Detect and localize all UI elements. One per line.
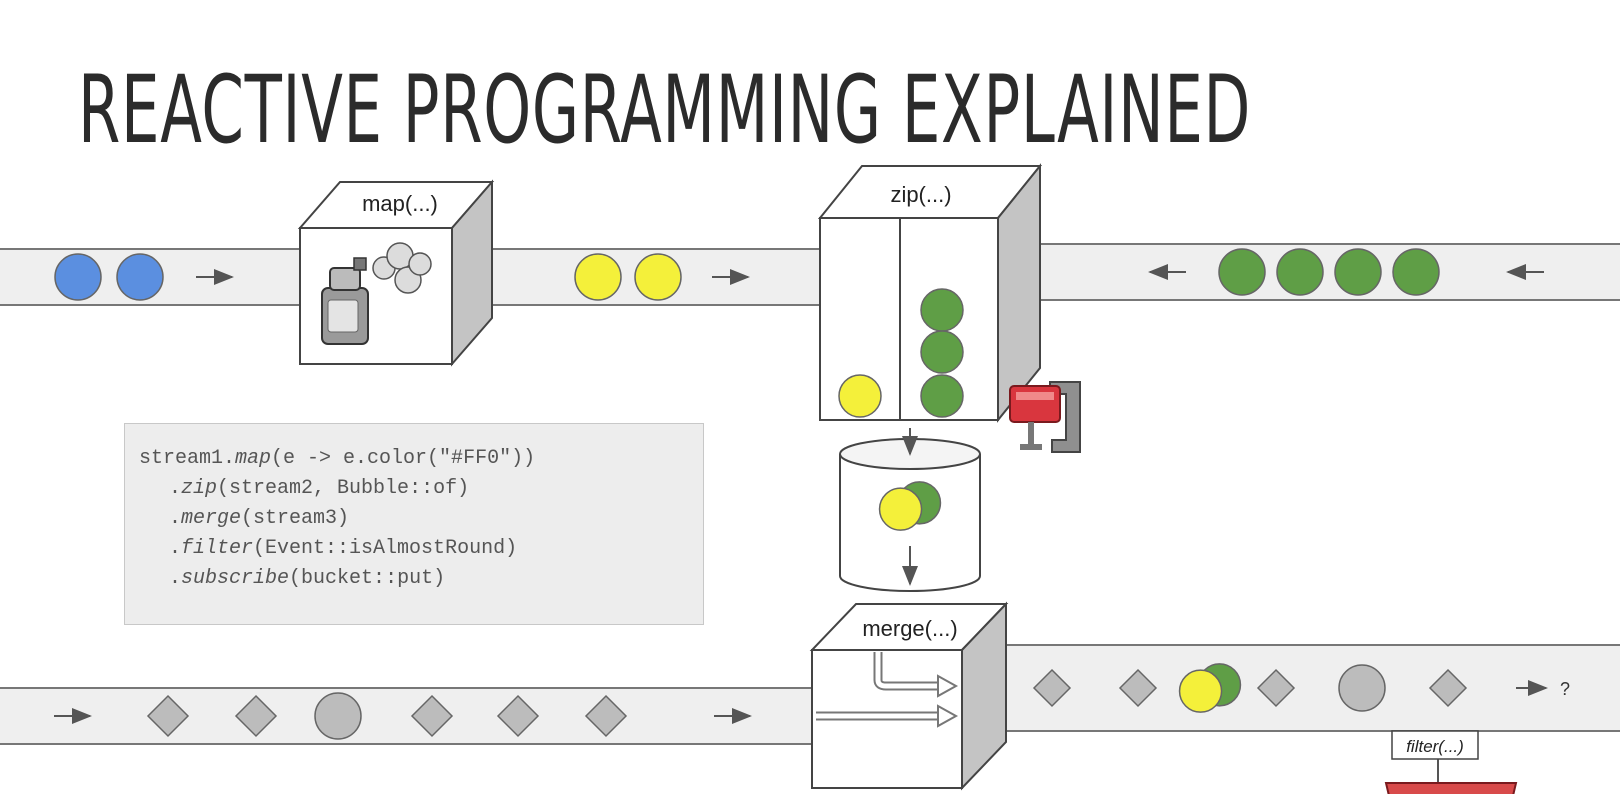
- gray-diamond-event: [584, 694, 628, 738]
- flow-arrows: [54, 264, 1548, 724]
- green-event: [1392, 248, 1440, 296]
- gray-diamond-event: [496, 694, 540, 738]
- gray-diamond-event: [1256, 668, 1296, 708]
- green-event: [1334, 248, 1382, 296]
- zipped-bubble: [878, 481, 942, 531]
- clamp-icon: [1009, 381, 1081, 453]
- code-snippet: stream1.map(e -> e.color("#FF0")) .zip(s…: [124, 423, 704, 625]
- gray-circle-event: [1338, 664, 1386, 712]
- code-line-merge: .merge(stream3): [169, 507, 350, 530]
- filter-operator: filter(...): [1384, 730, 1518, 794]
- code-line-map: stream1.map(e -> e.color("#FF0")): [139, 447, 536, 470]
- pipe-stream3: [0, 687, 813, 745]
- green-event: [1276, 248, 1324, 296]
- gray-diamond-event: [1428, 668, 1468, 708]
- gray-diamond-event: [234, 694, 278, 738]
- merge-label: merge(...): [862, 616, 957, 641]
- gray-diamond-event: [1118, 668, 1158, 708]
- code-line-subscribe: .subscribe(bucket::put): [169, 567, 446, 590]
- blue-event: [54, 253, 102, 301]
- events-layer: [54, 248, 1468, 740]
- zip-operator-box: zip(...): [817, 163, 1043, 423]
- code-line-filter: .filter(Event::isAlmostRound): [169, 537, 518, 560]
- merged-bubble: [1178, 663, 1242, 713]
- code-line-zip: .zip(stream2, Bubble::of): [169, 477, 470, 500]
- green-event: [1218, 248, 1266, 296]
- yellow-event: [634, 253, 682, 301]
- output-unknown-marker: ?: [1560, 679, 1570, 699]
- zip-buffered-yellow: [838, 374, 882, 418]
- filter-label: filter(...): [1406, 737, 1464, 756]
- gray-diamond-event: [410, 694, 454, 738]
- map-operator-box: map(...): [297, 179, 495, 367]
- zip-buffered-green: [920, 288, 964, 332]
- page-title: REACTIVE PROGRAMMING EXPLAINED: [78, 56, 1252, 165]
- spray-can-icon: [321, 242, 432, 345]
- gray-circle-event: [314, 692, 362, 740]
- blue-event: [116, 253, 164, 301]
- map-label: map(...): [362, 191, 438, 216]
- yellow-event: [574, 253, 622, 301]
- zip-label: zip(...): [890, 182, 951, 207]
- gray-diamond-event: [1032, 668, 1072, 708]
- merge-operator-box: merge(...): [809, 601, 1009, 791]
- zip-buffered-green: [920, 330, 964, 374]
- zip-buffered-green: [920, 374, 964, 418]
- gray-diamond-event: [146, 694, 190, 738]
